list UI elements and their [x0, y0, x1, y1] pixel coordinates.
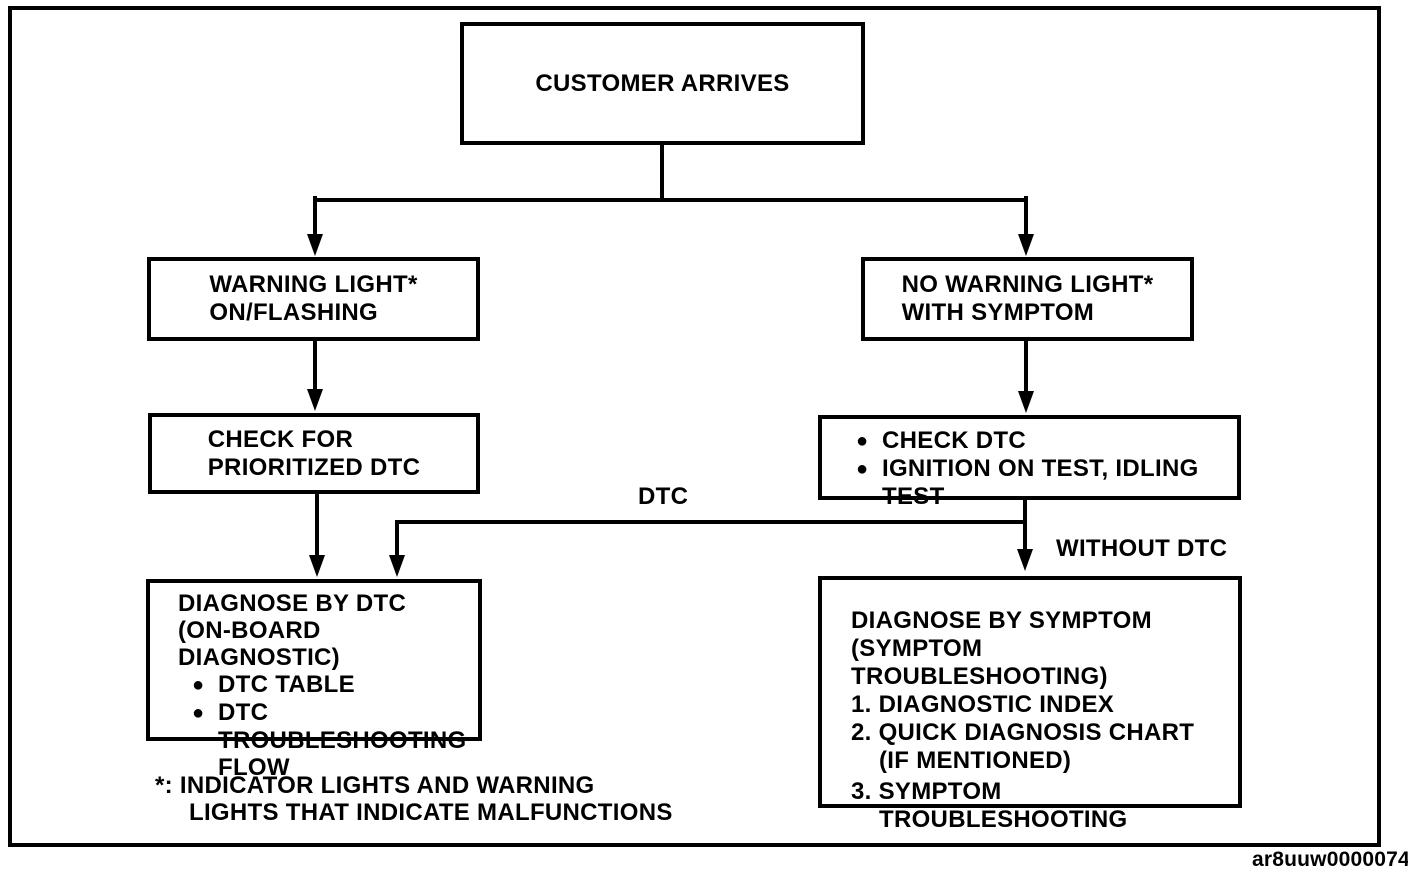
- bullet-icon: ●: [192, 674, 205, 696]
- footnote-line: LIGHTS THAT INDICATE MALFUNCTIONS: [189, 799, 673, 826]
- footnote-line: *: INDICATOR LIGHTS AND WARNING: [155, 772, 595, 799]
- node-label-line: (SYMPTOM TROUBLESHOOTING): [851, 635, 1108, 690]
- figure-code: ar8uuw00000749: [1252, 848, 1408, 871]
- footnote: *: INDICATOR LIGHTS AND WARNING LIGHTS T…: [155, 772, 673, 826]
- node-check-dtc-tests: ● CHECK DTC ● IGNITION ON TEST, IDLING T…: [818, 415, 1241, 510]
- node-label-line: DTC TABLE: [218, 671, 355, 698]
- node-label-line: DTC: [218, 699, 269, 726]
- node-label-line: (IF MENTIONED): [879, 747, 1072, 774]
- node-diagnose-by-symptom: DIAGNOSE BY SYMPTOM (SYMPTOM TROUBLESHOO…: [818, 576, 1242, 833]
- node-label-line: 2. QUICK DIAGNOSIS CHART: [851, 719, 1195, 746]
- node-label-line: CHECK DTC: [882, 427, 1027, 454]
- node-customer-arrives: CUSTOMER ARRIVES: [460, 22, 865, 145]
- node-label-line: ON/FLASHING: [209, 299, 379, 326]
- node-label-line: DIAGNOSE BY SYMPTOM: [851, 607, 1152, 634]
- diagram-border: [8, 6, 1381, 847]
- node-label-line: 1. DIAGNOSTIC INDEX: [851, 691, 1115, 718]
- node-label-line: TEST: [882, 483, 945, 510]
- node-label-line: DIAGNOSE BY DTC: [178, 590, 407, 617]
- node-label-line: TROUBLESHOOTING: [218, 727, 467, 754]
- node-warning-light-on: WARNING LIGHT* ON/FLASHING: [147, 257, 480, 341]
- bullet-icon: ●: [192, 702, 205, 724]
- bullet-icon: ●: [856, 458, 869, 480]
- node-diagnose-by-dtc: DIAGNOSE BY DTC (ON-BOARD DIAGNOSTIC) ● …: [146, 579, 482, 781]
- edge-label-dtc: DTC: [638, 483, 689, 510]
- edge-label-without-dtc: WITHOUT DTC: [1056, 535, 1228, 562]
- node-label-line: IGNITION ON TEST, IDLING: [882, 455, 1199, 482]
- node-label-line: PRIORITIZED DTC: [207, 453, 421, 481]
- node-no-warning-light: NO WARNING LIGHT* WITH SYMPTOM: [861, 257, 1194, 341]
- node-label-line: FLOW: [218, 754, 290, 781]
- node-label: CUSTOMER ARRIVES: [535, 69, 790, 97]
- node-label-line: WITH SYMPTOM: [901, 299, 1095, 326]
- bullet-icon: ●: [856, 430, 869, 452]
- node-check-prioritized-dtc: CHECK FOR PRIORITIZED DTC: [148, 413, 480, 494]
- node-label-line: WARNING LIGHT*: [209, 271, 418, 298]
- node-label-line: 3. SYMPTOM: [851, 778, 1002, 805]
- node-label-line: (ON-BOARD DIAGNOSTIC): [178, 617, 340, 671]
- node-label-line: CHECK FOR: [207, 425, 354, 453]
- node-label-line: TROUBLESHOOTING: [879, 806, 1128, 833]
- node-label-line: NO WARNING LIGHT*: [901, 271, 1154, 298]
